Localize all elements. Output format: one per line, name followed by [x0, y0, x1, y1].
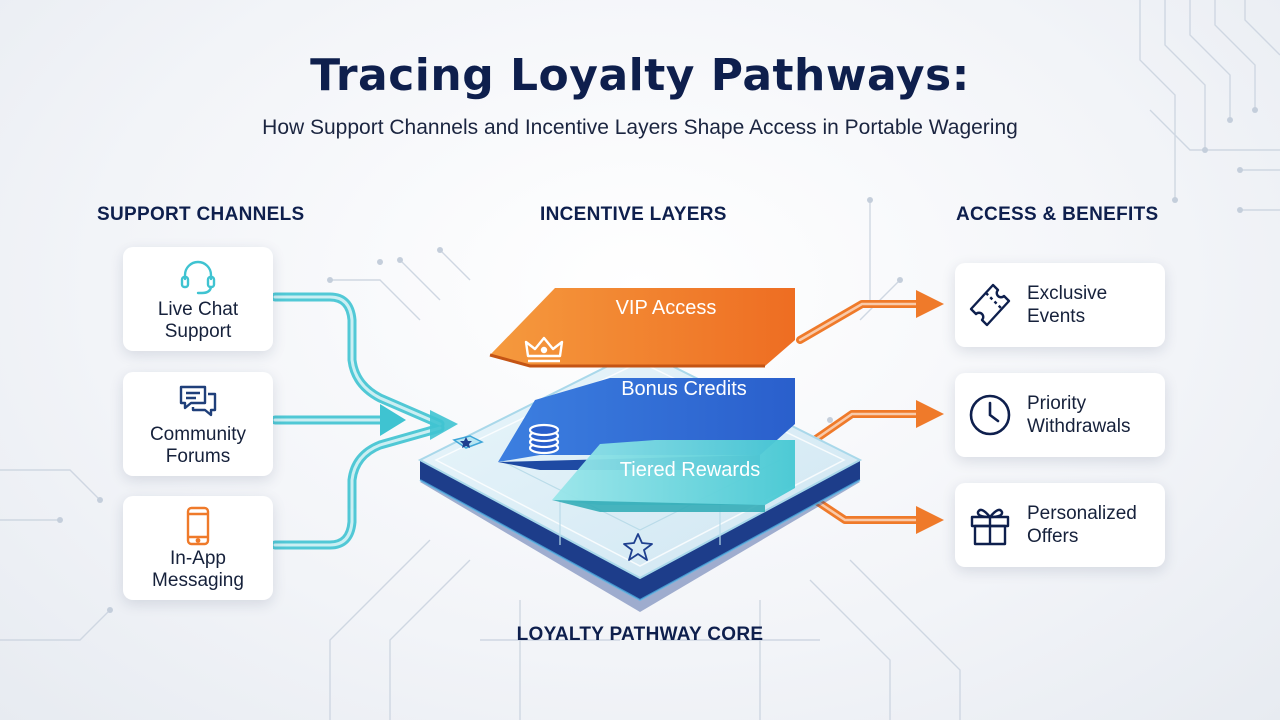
support-label-line: In-App: [170, 548, 226, 569]
page-subtitle: How Support Channels and Incentive Layer…: [262, 116, 1018, 139]
smartphone-icon: [186, 506, 210, 546]
clock-icon: [969, 394, 1011, 436]
arrowhead-exclusive: [916, 290, 944, 318]
column-heading-incentive: INCENTIVE LAYERS: [540, 204, 727, 225]
benefit-card-personalized-offers: Personalized Offers: [955, 483, 1165, 567]
coin-stack-icon: [528, 423, 560, 455]
benefit-label-line: Personalized: [1027, 503, 1137, 524]
core-label: LOYALTY PATHWAY CORE: [516, 624, 764, 645]
crown-icon: [524, 336, 564, 363]
benefit-label-line: Events: [1027, 306, 1086, 327]
incentive-layer-tiered: Tiered Rewards: [552, 440, 795, 512]
column-heading-support: SUPPORT CHANNELS: [97, 204, 305, 225]
benefit-label-line: Withdrawals: [1027, 416, 1131, 437]
benefit-card-exclusive-events: Exclusive Events: [955, 263, 1165, 347]
support-card-in-app: In-App Messaging: [123, 496, 273, 600]
connector-live-chat: [270, 292, 445, 429]
star-icon: [623, 533, 653, 561]
support-label-line: Forums: [165, 446, 231, 467]
layer-label-bonus: Bonus Credits: [621, 378, 747, 400]
support-label-line: Live Chat: [157, 299, 239, 320]
column-heading-access: ACCESS & BENEFITS: [956, 204, 1159, 225]
benefit-label-line: Exclusive: [1027, 283, 1108, 304]
layer-label-vip: VIP Access: [616, 297, 717, 319]
page-title: Tracing Loyalty Pathways:: [310, 50, 970, 101]
layer-label-tiered: Tiered Rewards: [620, 459, 760, 481]
connector-in-app: [270, 423, 445, 550]
arrowhead-core: [430, 410, 458, 440]
gift-icon: [970, 508, 1010, 546]
arrowhead-priority: [916, 400, 944, 428]
benefit-label-line: Priority: [1027, 393, 1087, 414]
headset-icon: [180, 260, 216, 295]
support-label-line: Community: [149, 424, 247, 445]
chat-bubbles-icon: [179, 385, 217, 417]
connector-exclusive-events: [796, 300, 924, 344]
support-label-line: Messaging: [152, 570, 244, 591]
benefit-label-line: Offers: [1027, 526, 1079, 547]
arrowhead-community: [380, 404, 406, 436]
core-entry-badge: [452, 435, 484, 449]
incentive-layer-vip: VIP Access: [489, 288, 795, 368]
benefit-card-priority-withdrawals: Priority Withdrawals: [955, 373, 1165, 457]
arrowhead-personalized: [916, 506, 944, 534]
ticket-icon: [969, 283, 1011, 327]
support-card-community: Community Forums: [123, 372, 273, 476]
support-label-line: Support: [164, 321, 232, 342]
support-card-live-chat: Live Chat Support: [123, 247, 273, 351]
